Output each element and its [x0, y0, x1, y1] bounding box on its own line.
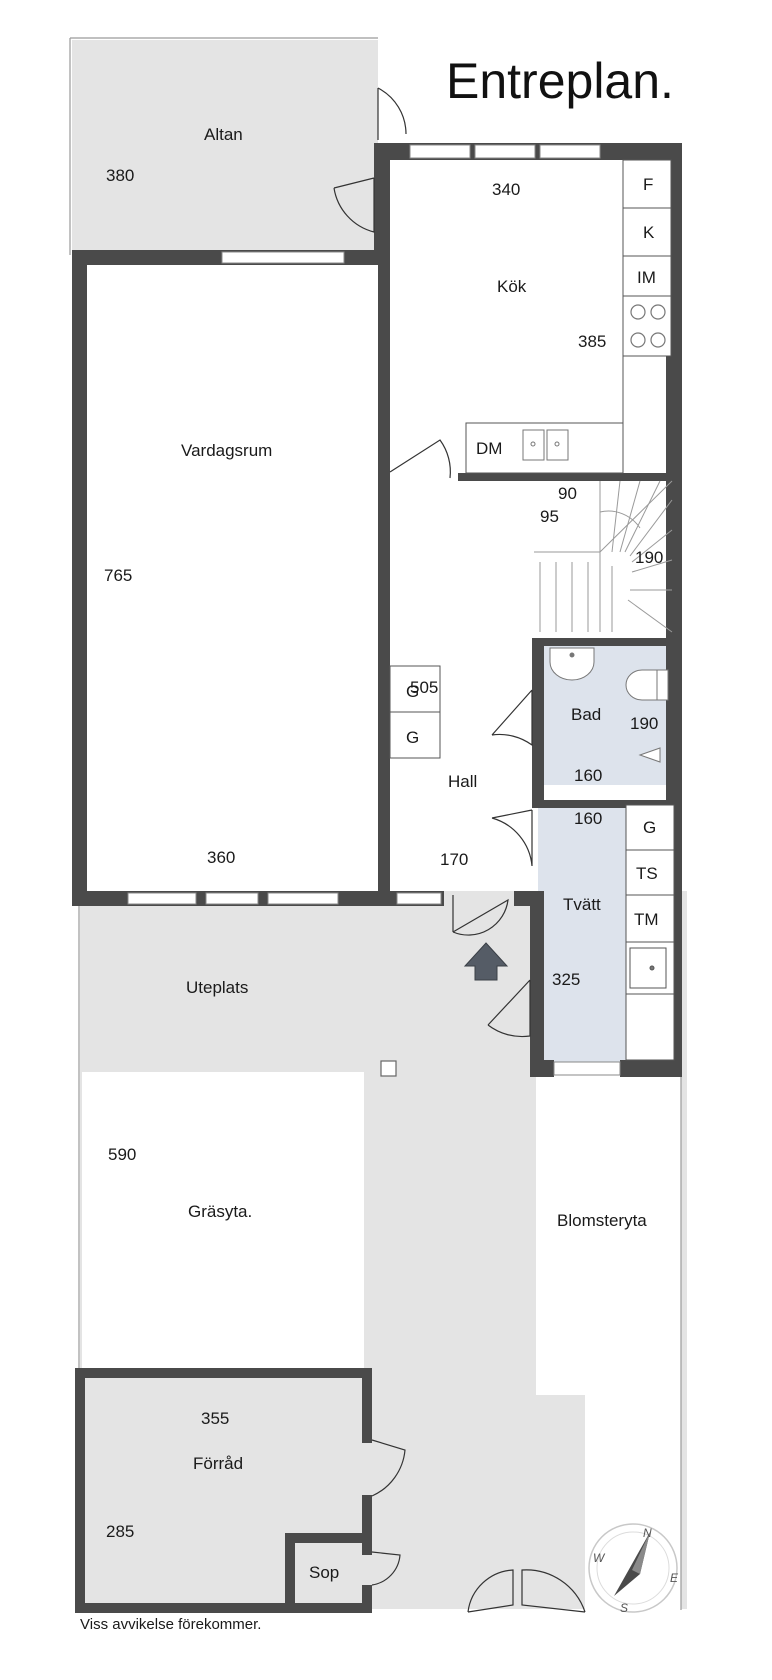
altan-door-top	[377, 87, 407, 140]
bad-door	[491, 689, 533, 747]
blomsteryta-area	[536, 1075, 681, 1395]
fixture-label-dm: DM	[476, 439, 502, 458]
room-label-bad: Bad	[571, 705, 601, 724]
dim-altan: 380	[106, 166, 134, 185]
dim-hall-505: 505	[410, 678, 438, 697]
dim-kok-depth: 385	[578, 332, 606, 351]
fixture-label-ts: TS	[636, 864, 658, 883]
compass-icon: N E S W	[588, 1523, 679, 1615]
fixture-label-f: F	[643, 175, 653, 194]
dim-vardagsrum-width: 360	[207, 848, 235, 867]
stove	[622, 295, 672, 357]
dim-bad-160: 160	[574, 766, 602, 785]
bad-shower	[638, 747, 661, 763]
dim-kok-width: 340	[492, 180, 520, 199]
compass-e: E	[670, 1571, 679, 1585]
kitchen-fixtures	[465, 159, 672, 474]
wet-rooms	[538, 645, 677, 1070]
compass-n: N	[643, 1526, 652, 1540]
compass-w: W	[593, 1551, 606, 1565]
k-cabinet	[622, 207, 672, 257]
dim-grasyta-590: 590	[108, 1145, 136, 1164]
staircase	[534, 480, 673, 633]
tvatt-door-top	[491, 809, 533, 867]
room-labels: Altan Kök Vardagsrum Hall Bad Tvätt Utep…	[181, 125, 647, 1582]
fixture-label-g-hall-1: G	[406, 682, 419, 701]
footnote-disclaimer: Viss avvikelse förekommer.	[80, 1616, 261, 1633]
tvatt-floor	[538, 805, 626, 1070]
fixture-label-g-hall-2: G	[406, 728, 419, 747]
entry-arrow-icon	[463, 942, 509, 981]
grasyta-area	[82, 1072, 364, 1370]
fixture-label-tm: TM	[634, 910, 659, 929]
bad-sink	[549, 647, 595, 681]
forrad-door	[371, 1439, 406, 1497]
gate-door-left	[467, 1569, 514, 1613]
im-cabinet	[622, 255, 672, 297]
dim-stair-95: 95	[540, 507, 559, 526]
fixture-label-k: K	[643, 223, 655, 242]
f-cabinet	[622, 159, 672, 209]
dim-tvatt-325: 325	[552, 970, 580, 989]
gate-door-right	[521, 1569, 586, 1613]
dim-tvatt-160: 160	[574, 809, 602, 828]
room-label-blomsteryta: Blomsteryta	[557, 1211, 647, 1230]
room-label-altan: Altan	[204, 125, 243, 144]
stove-burners	[630, 304, 666, 348]
dim-vardagsrum-depth: 765	[104, 566, 132, 585]
dimension-labels: 380 340 385 765 360 90 95 190 505 190 16…	[104, 166, 663, 1541]
room-label-vardagsrum: Vardagsrum	[181, 441, 272, 460]
dim-stair-190: 190	[635, 548, 663, 567]
plan-title: Entreplan.	[446, 53, 674, 109]
sop-door	[371, 1551, 401, 1586]
dim-hall-170: 170	[440, 850, 468, 869]
tvatt-door-side	[487, 979, 531, 1038]
dim-stair-90: 90	[558, 484, 577, 503]
altan-door-side	[333, 177, 375, 233]
fixture-label-g-tvatt: G	[643, 818, 656, 837]
hall-wardrobes	[389, 665, 441, 759]
kitchen-sink	[522, 429, 569, 461]
fixture-label-im: IM	[637, 268, 656, 287]
kok-door	[389, 439, 451, 479]
room-label-hall: Hall	[448, 772, 477, 791]
entry-door	[452, 895, 509, 936]
doors	[333, 87, 586, 1613]
room-label-kok: Kök	[497, 277, 527, 296]
dim-forrad-355: 355	[201, 1409, 229, 1428]
room-label-tvatt: Tvätt	[563, 895, 601, 914]
bad-fixtures	[549, 647, 669, 763]
altan-area	[72, 40, 378, 255]
post-marker	[380, 1060, 397, 1077]
room-label-sop: Sop	[309, 1563, 339, 1582]
room-label-grasyta: Gräsyta.	[188, 1202, 252, 1221]
dim-bad-190: 190	[630, 714, 658, 733]
room-label-forrad: Förråd	[193, 1454, 243, 1473]
tvatt-fixtures	[625, 804, 675, 1061]
compass-s: S	[620, 1601, 628, 1615]
dim-forrad-285: 285	[106, 1522, 134, 1541]
room-label-uteplats: Uteplats	[186, 978, 248, 997]
fixture-labels: F K IM DM G G G TS TM	[406, 175, 659, 929]
windows	[127, 144, 621, 1076]
